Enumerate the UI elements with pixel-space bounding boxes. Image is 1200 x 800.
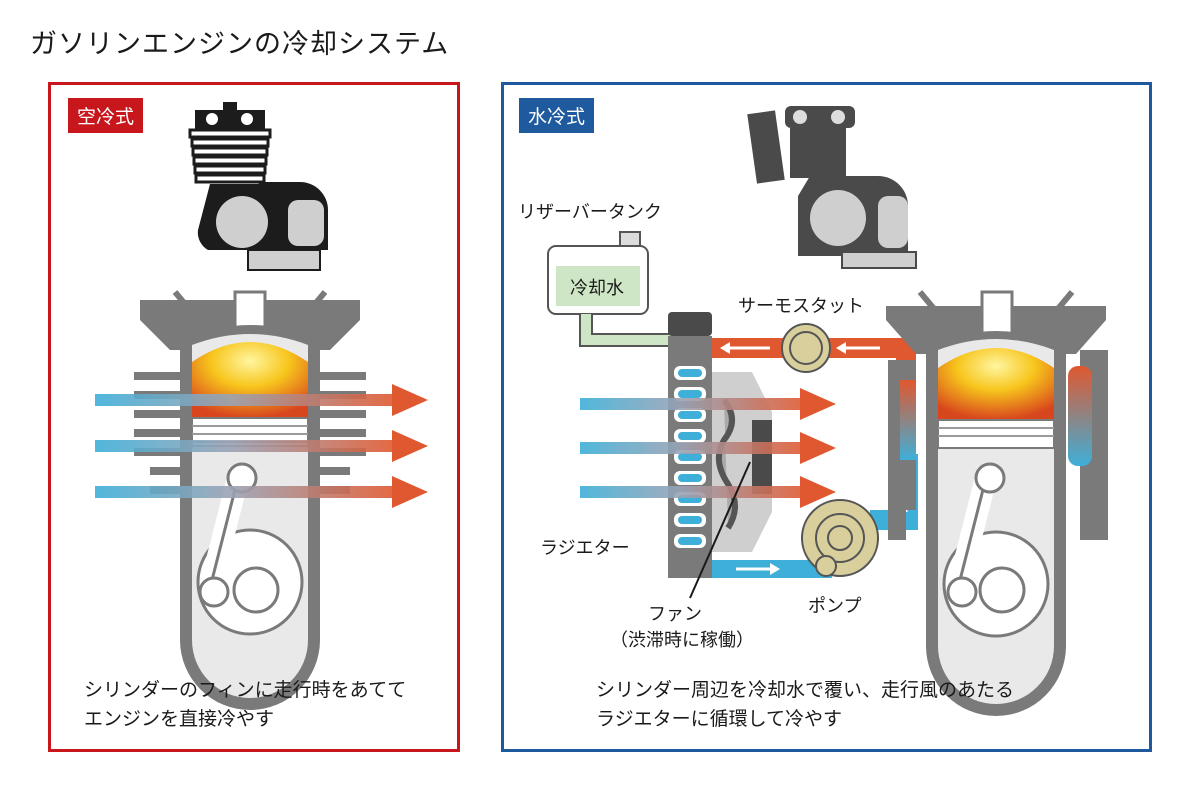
- air-caption-line2: エンジンを直接冷やす: [84, 708, 275, 730]
- air-cooled-caption: シリンダーのフィンに走行時をあてて エンジンを直接冷やす: [84, 676, 406, 734]
- thermostat-label: サーモスタット: [738, 296, 864, 317]
- water-cooled-badge: 水冷式: [519, 98, 595, 133]
- coolant-label: 冷却水: [570, 278, 624, 299]
- water-cooled-panel: [501, 82, 1152, 752]
- air-cooled-badge: 空冷式: [68, 98, 144, 133]
- air-flow-arrows: [95, 384, 428, 508]
- radiator-label: ラジエター: [540, 538, 630, 559]
- air-caption-line1: シリンダーのフィンに走行時をあてて: [84, 679, 407, 701]
- pump: [801, 499, 879, 577]
- water-flow-arrows: [580, 388, 836, 508]
- fan-label-note: （渋滞時に稼働）: [610, 630, 754, 651]
- page-title: ガソリンエンジンの冷却システム: [30, 29, 450, 60]
- air-cooled-panel: [48, 82, 460, 752]
- reservoir-tank: [547, 231, 676, 347]
- thermostat: [781, 323, 831, 373]
- fan-leader-line: [689, 461, 751, 599]
- water-cooled-caption: シリンダー周辺を冷却水で覆い、走行風のあたる ラジエターに循環して冷やす: [596, 676, 1014, 734]
- water-caption-line1: シリンダー周辺を冷却水で覆い、走行風のあたる: [596, 679, 1015, 701]
- air-cylinder: [134, 290, 366, 710]
- pump-label: ポンプ: [808, 596, 862, 617]
- fan: [712, 372, 772, 552]
- air-engine-icon: [188, 102, 328, 271]
- water-cylinder: [886, 290, 1108, 716]
- water-caption-line2: ラジエターに循環して冷やす: [596, 708, 843, 730]
- reservoir-label: リザーバータンク: [518, 202, 662, 223]
- fan-label: ファン: [648, 604, 702, 625]
- water-engine-icon: [747, 106, 917, 269]
